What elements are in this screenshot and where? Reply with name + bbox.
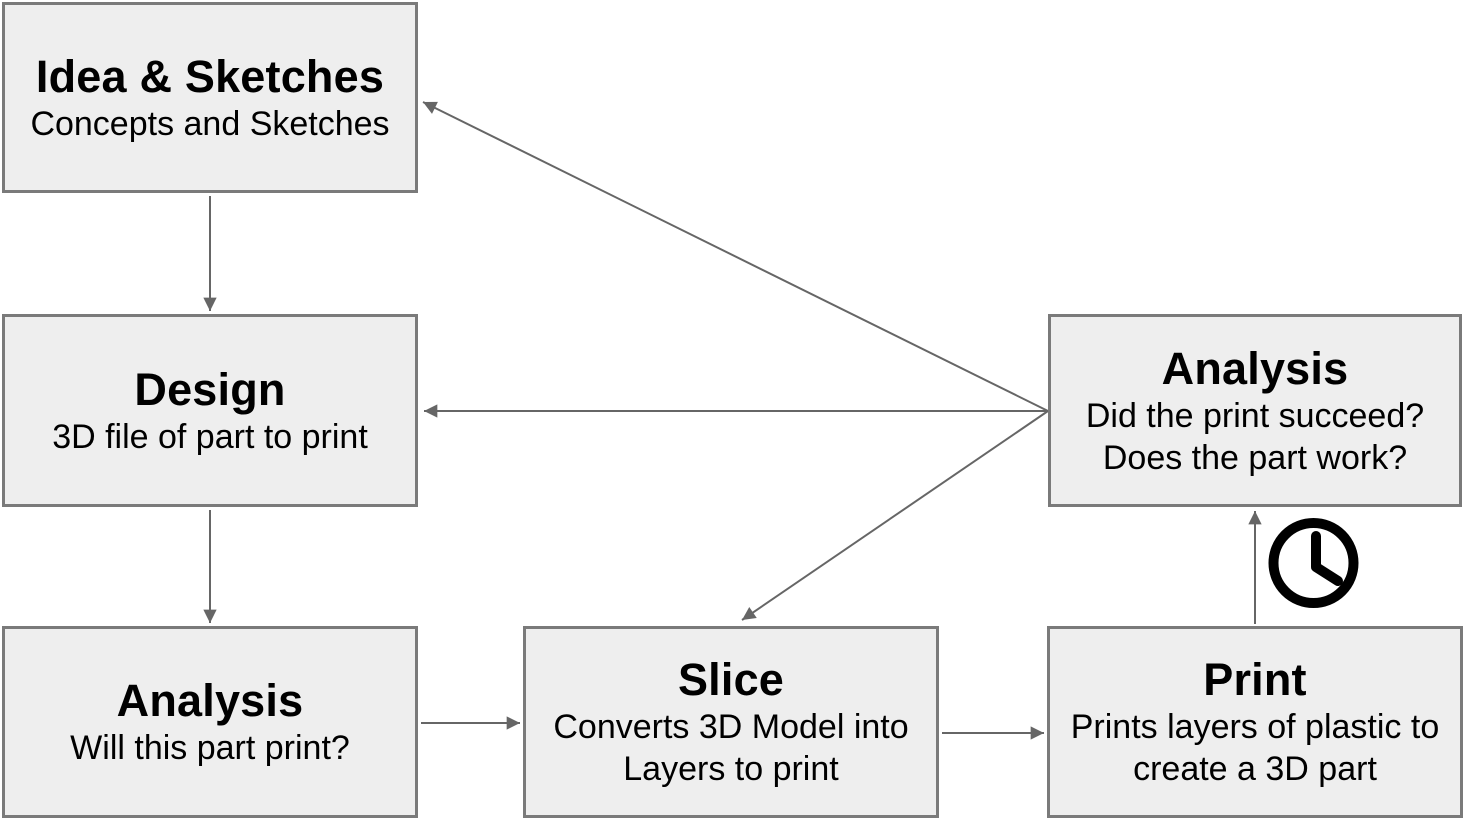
- node-subtitle: 3D file of part to print: [52, 417, 368, 456]
- edge-analysis-to-idea-feedback: [422, 101, 1049, 412]
- node-subtitle: Did the print succeed? Does the part wor…: [1085, 396, 1425, 477]
- node-slice: Slice Converts 3D Model into Layers to p…: [523, 626, 939, 818]
- node-title: Print: [1203, 654, 1307, 705]
- node-analysis-post-print: Analysis Did the print succeed? Does the…: [1048, 314, 1462, 507]
- node-title: Idea & Sketches: [35, 50, 385, 102]
- node-title: Slice: [677, 654, 785, 705]
- node-idea-sketches: Idea & Sketches Concepts and Sketches: [2, 2, 418, 193]
- node-design: Design 3D file of part to print: [2, 314, 418, 507]
- node-subtitle: Concepts and Sketches: [30, 104, 390, 143]
- node-subtitle: Prints layers of plastic to create a 3D …: [1070, 708, 1440, 788]
- clock-icon: [1268, 518, 1359, 608]
- node-subtitle: Converts 3D Model into Layers to print: [553, 708, 909, 788]
- node-subtitle: Will this part print?: [70, 729, 350, 767]
- node-print: Print Prints layers of plastic to create…: [1047, 626, 1463, 818]
- node-title: Analysis: [116, 675, 304, 726]
- node-title: Design: [134, 363, 286, 415]
- node-title: Analysis: [1161, 342, 1349, 394]
- edge-analysis-to-slice-feedback: [741, 410, 1049, 621]
- node-analysis-pre-print: Analysis Will this part print?: [2, 626, 418, 818]
